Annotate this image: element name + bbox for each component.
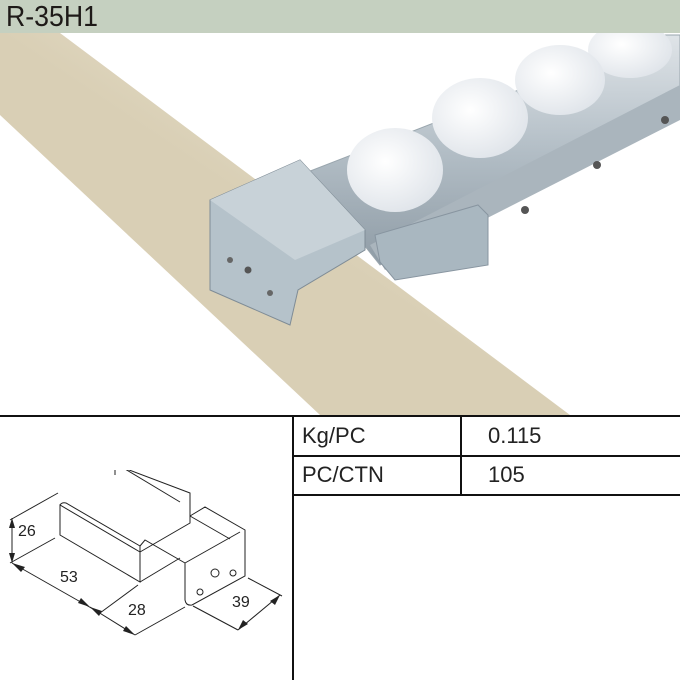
- spec-value-weight: 0.115: [488, 423, 542, 448]
- header-bar: R-35H1: [0, 0, 680, 33]
- spec-label-carton: PC/CTN: [302, 462, 384, 487]
- column-divider-main: [292, 415, 294, 680]
- dim-height: 26: [18, 523, 36, 540]
- row-divider-2: [292, 494, 680, 496]
- product-photo-illustration: [0, 33, 680, 415]
- table-top-border: [0, 415, 680, 417]
- dim-width: 28: [128, 602, 146, 619]
- spec-value-carton: 105: [488, 462, 525, 487]
- product-photo: [0, 33, 680, 415]
- row-divider-1: [292, 455, 680, 457]
- dimension-diagram: 26 53 28 39: [0, 462, 292, 650]
- spec-label-weight: Kg/PC: [302, 423, 366, 448]
- product-code: R-35H1: [6, 1, 98, 33]
- dim-length: 53: [60, 569, 78, 586]
- dim-depth: 39: [232, 594, 250, 611]
